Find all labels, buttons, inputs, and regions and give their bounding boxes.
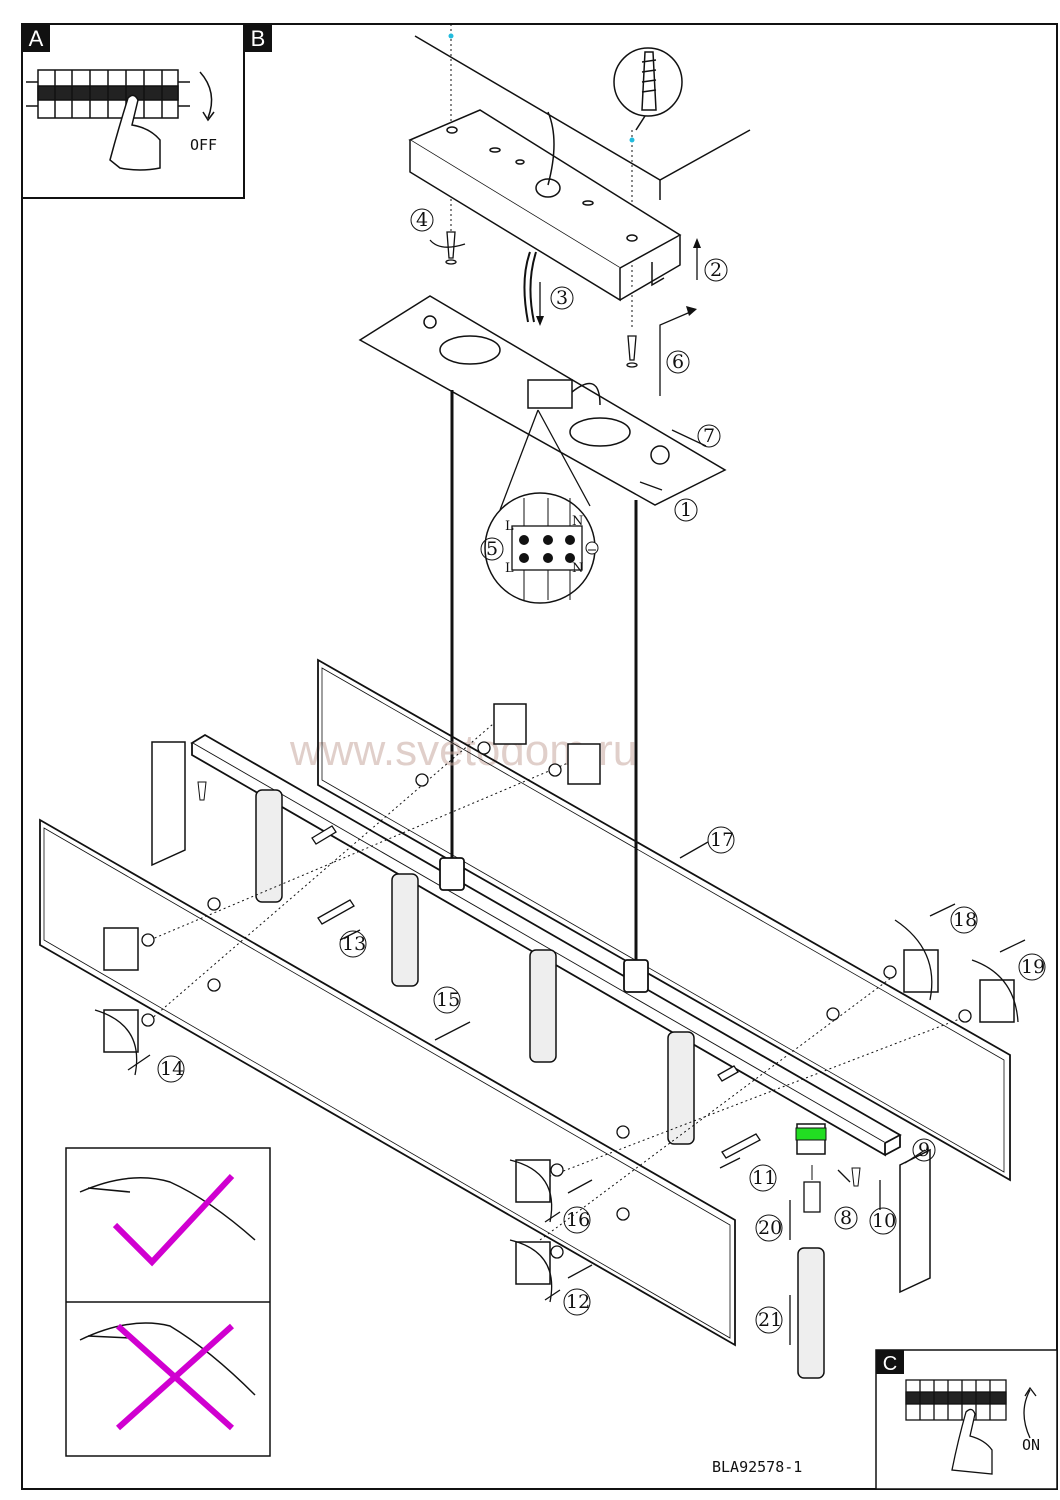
spacer-rod	[311, 825, 761, 1159]
assembly-guide-lines	[149, 717, 971, 1241]
step-2: 2	[710, 259, 722, 281]
step-8: 8	[840, 1207, 852, 1229]
step-12: 12	[566, 1291, 590, 1313]
cable	[523, 251, 531, 323]
step-3: 3	[556, 287, 568, 309]
step-19: 19	[1021, 956, 1045, 978]
step-14: 14	[160, 1058, 184, 1080]
rotate-arrow-icon	[94, 919, 1019, 1303]
hand-icon	[109, 94, 161, 171]
panel-c-label: C	[883, 1353, 897, 1375]
panel-c: C ON	[875, 1349, 1058, 1490]
step-4: 4	[416, 209, 428, 231]
led-bulb	[803, 1181, 821, 1213]
step-6: 6	[672, 351, 684, 373]
guide-dot	[629, 137, 635, 143]
hand-wrong-icon	[79, 1322, 256, 1396]
terminal-l-bottom: L	[505, 561, 514, 576]
terminal-n-bottom: N	[572, 561, 583, 576]
page-frame	[21, 23, 1058, 1490]
hand-icon	[951, 1408, 993, 1475]
wall-plug-icon	[613, 47, 683, 131]
rotate-arrow-icon	[199, 71, 213, 119]
breaker-icon	[26, 69, 190, 119]
screw-icon	[851, 1167, 861, 1187]
screw-icon	[197, 781, 207, 801]
step-16: 16	[566, 1209, 590, 1231]
step-arrows	[127, 841, 1026, 1345]
step-1: 1	[680, 499, 692, 521]
led-ring	[795, 1127, 827, 1141]
step-numbers: 1 2 3 4 5 6 7 8 9 10 11 12 13 14 15 16 1…	[157, 208, 1046, 1334]
end-bracket	[899, 1148, 931, 1294]
step-7: 7	[703, 425, 715, 447]
rotate-arrow-icon	[429, 239, 466, 248]
glass-panel-back	[317, 658, 1011, 1182]
switch-off-label: OFF	[190, 136, 217, 154]
step-18: 18	[953, 909, 977, 931]
mounting-plate	[358, 295, 727, 506]
document-code: BLA92578-1	[712, 1458, 802, 1476]
switch-on-label: ON	[1022, 1436, 1040, 1454]
washer	[141, 741, 972, 1259]
screw-icon	[445, 231, 638, 368]
step-15: 15	[436, 989, 460, 1011]
arrow-icon	[639, 481, 663, 491]
wrong-cross-icon	[115, 1323, 235, 1431]
hand-correct-icon	[79, 1177, 256, 1241]
canopy	[408, 109, 682, 302]
step-17: 17	[710, 829, 734, 851]
light-bar	[190, 733, 902, 1157]
crystal-shade	[255, 789, 825, 1379]
terminal-block-zoom: L N L N	[484, 409, 599, 604]
breaker-icon	[905, 1379, 1007, 1421]
step-10: 10	[872, 1210, 896, 1232]
step-21: 21	[758, 1309, 782, 1331]
panel-a: A OFF	[21, 23, 245, 199]
step-11: 11	[752, 1167, 776, 1189]
arrow-icon	[659, 309, 696, 396]
step-13: 13	[342, 933, 366, 955]
glass-panel-front	[39, 818, 736, 1347]
step-9: 9	[918, 1139, 930, 1161]
panel-a-label: A	[29, 26, 44, 51]
terminal-l-top: L	[505, 519, 514, 534]
ceiling	[414, 35, 751, 200]
terminal-n-top: N	[572, 514, 583, 529]
end-bracket	[151, 741, 186, 867]
rotate-arrow-icon	[1023, 1389, 1031, 1439]
step-20: 20	[758, 1217, 782, 1239]
panel-b-label: B	[251, 26, 266, 51]
guide-dot	[448, 33, 454, 39]
handling-hint-box	[65, 1147, 271, 1457]
step-5: 5	[486, 538, 498, 560]
panel-b-marker	[244, 24, 272, 52]
correct-checkmark-icon	[112, 1173, 235, 1267]
